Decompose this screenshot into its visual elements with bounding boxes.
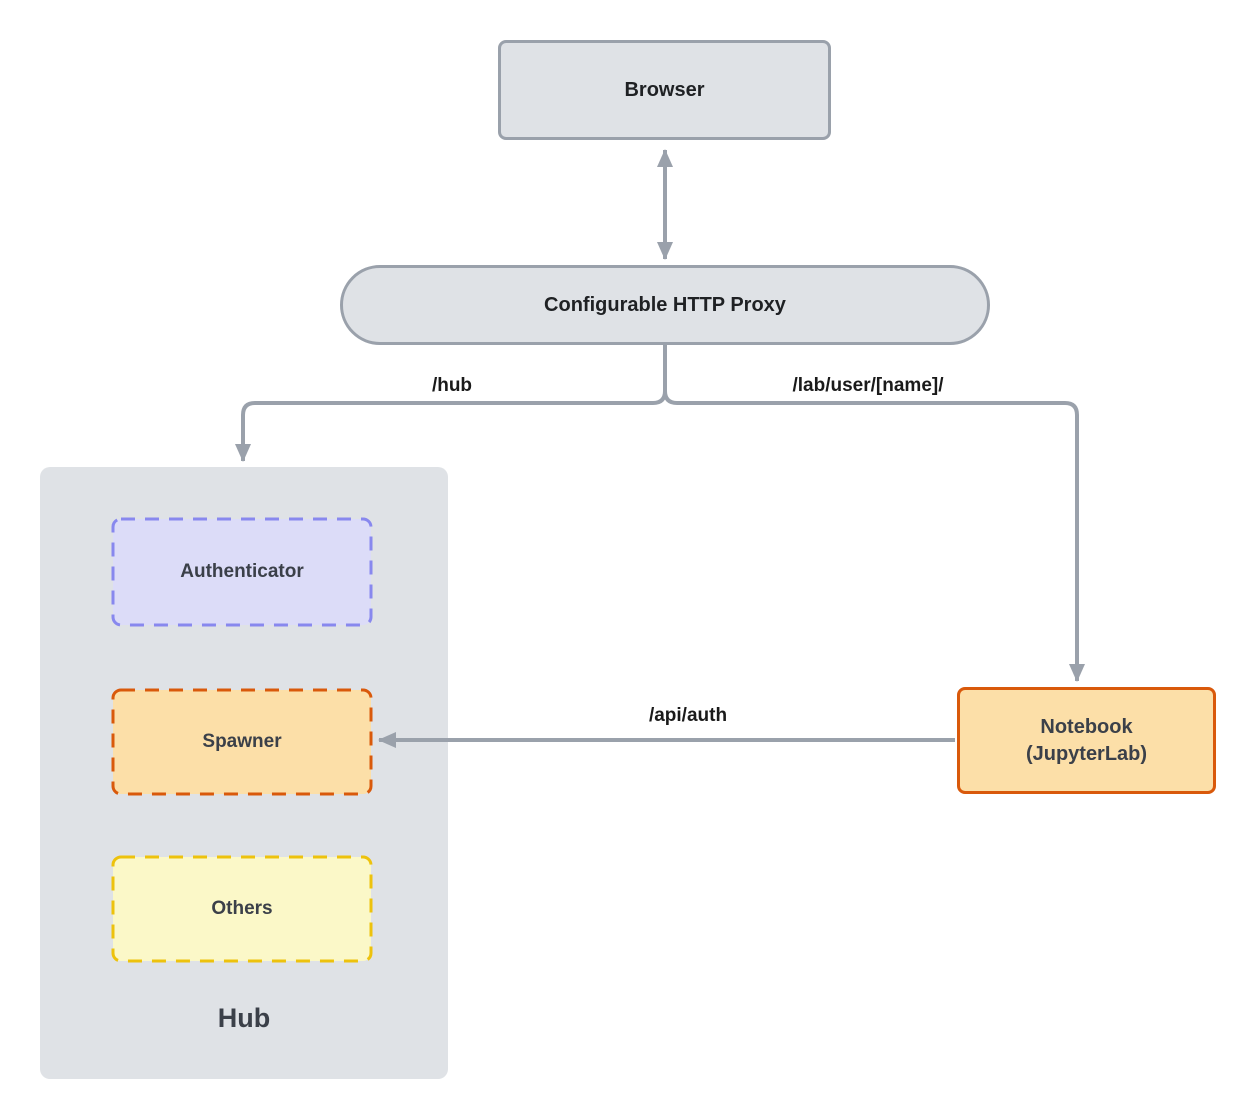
notebook-node-label: Notebook: [1040, 715, 1133, 738]
browser-node-label: Browser: [624, 78, 705, 101]
browser-node: Browser: [498, 40, 831, 140]
hub-container: [40, 467, 448, 1079]
hub-panel-title: Hub: [217, 1003, 271, 1033]
edge-label-hub-route: /hub: [431, 375, 473, 396]
notebook-node-sublabel: (JupyterLab): [1025, 742, 1148, 765]
proxy-node-label: Configurable HTTP Proxy: [544, 293, 786, 316]
configurable-http-proxy-node: Configurable HTTP Proxy: [340, 265, 990, 345]
others-label: Others: [211, 898, 273, 919]
edge-label-api-auth: /api/auth: [648, 705, 728, 726]
notebook-jupyterlab-node: Notebook (JupyterLab): [957, 687, 1216, 794]
authenticator-label: Authenticator: [180, 561, 304, 582]
edge-proxy-hub: [235, 345, 667, 462]
edge-label-lab-user-route: /lab/user/[name]/: [792, 375, 944, 396]
spawner-label: Spawner: [202, 731, 282, 752]
